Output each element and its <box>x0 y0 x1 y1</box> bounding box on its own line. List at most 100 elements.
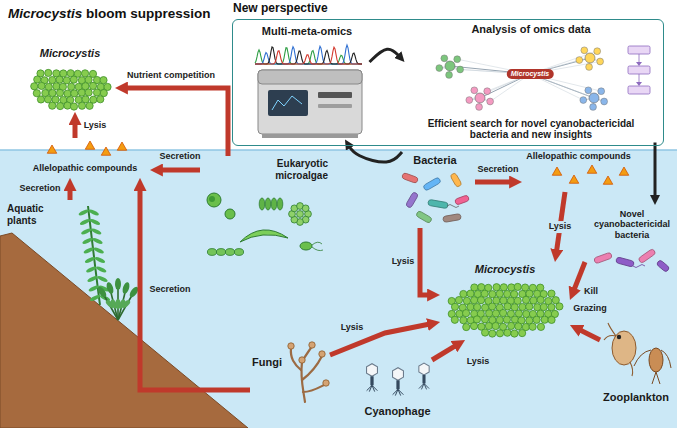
microcystis-cell <box>541 316 548 323</box>
compound-group: Allelopathic compounds <box>20 138 150 178</box>
microcystis-cell <box>82 96 89 103</box>
network-node <box>476 104 483 111</box>
node-label: Aquatic plants <box>7 203 59 226</box>
microcystis-cell <box>33 90 40 97</box>
figure-title: Microcystis bloom suppression <box>8 6 211 22</box>
microcystis-cell <box>78 89 85 96</box>
bacteria-group: Bacteria <box>395 152 475 228</box>
phage-legs <box>393 389 404 395</box>
plant-leaf <box>86 266 97 274</box>
plant-leaf <box>83 247 94 255</box>
node-label: Bacteria <box>413 154 456 167</box>
node-label: Multi-meta-omics <box>262 25 352 38</box>
flagellate-cell <box>300 242 312 250</box>
phage-legs <box>419 383 429 389</box>
arrow-connector <box>370 49 401 62</box>
microcystis-cell <box>500 284 507 291</box>
perspective-panel: New perspectiveMulti-meta-omicsAnalysis … <box>232 19 664 146</box>
microcystis-cell <box>44 96 51 103</box>
microcystis-cluster <box>31 69 111 110</box>
plant-leaf <box>92 237 103 245</box>
microcystis-cell <box>463 323 470 330</box>
node-label: Novel cyanobactericidal bacteria <box>587 209 677 240</box>
pathway-head <box>636 62 642 66</box>
edge-label: Secretion <box>149 285 190 295</box>
network-node <box>589 93 599 103</box>
chain-cell <box>225 249 234 256</box>
fungal-hypha <box>301 362 305 402</box>
compound-triangle <box>85 141 95 149</box>
edge-label: Lysis <box>547 221 574 233</box>
plant-leaf <box>115 278 121 290</box>
zooplankton-figure <box>604 323 671 384</box>
bacterium-cell <box>401 172 418 183</box>
network-node <box>590 104 597 111</box>
microcystis-cell <box>511 304 518 311</box>
chromatogram-trace <box>255 47 362 64</box>
microcystis-cell <box>49 89 56 96</box>
plant-leaf <box>97 275 108 283</box>
microcystis-cell <box>86 102 93 109</box>
bacterium-cell <box>428 199 449 208</box>
microcystis-cell <box>451 303 458 310</box>
microcystis-cell <box>49 102 56 109</box>
microcystis-cell <box>70 103 77 110</box>
microcystis-cell <box>508 322 515 329</box>
cyanophage-group: Cyanophage <box>355 360 440 420</box>
microcystis-cell <box>57 102 64 109</box>
microcystis-cell <box>63 77 70 84</box>
microcystis-cell <box>56 89 63 96</box>
microcystis-cell <box>556 303 563 310</box>
bacterium-cell <box>594 252 613 264</box>
water-body <box>0 150 677 428</box>
fungi-figure <box>288 342 329 402</box>
network-node <box>446 72 453 79</box>
chloroplast <box>209 196 215 202</box>
closterium-cell <box>240 230 288 242</box>
microcystis-cell <box>523 310 530 317</box>
plant-leaf <box>89 294 100 302</box>
plant-leaf <box>105 281 114 294</box>
microcystis-cell <box>71 90 78 97</box>
network-node <box>466 97 473 104</box>
sequencer-lid <box>258 70 362 84</box>
network-node <box>580 97 587 104</box>
arrow-connector <box>73 121 78 138</box>
microcystis-cell <box>496 330 503 337</box>
microcystis-cell <box>504 329 511 336</box>
pathway-box <box>628 46 650 54</box>
microcystis-cell <box>537 323 544 330</box>
chromatogram-trace <box>255 47 362 64</box>
microcystis-cell <box>504 290 511 297</box>
microcystis-cell <box>504 303 511 310</box>
chlorella-cell <box>225 209 235 219</box>
analysis-step: Analysis of omics dataEfficient search f… <box>405 22 658 143</box>
microcystis-cell <box>489 330 496 337</box>
edge-label: Nutrient competition <box>127 71 215 81</box>
microcystis-cell <box>485 322 492 329</box>
fungal-spore <box>319 351 325 357</box>
pathway-box <box>628 86 650 94</box>
microcystis-colony: Microcystis <box>25 46 115 112</box>
microcystis-cell <box>460 317 467 324</box>
microcystis-cell <box>455 296 462 303</box>
compound-triangle <box>47 145 57 153</box>
edge-label: Lysis <box>84 121 107 131</box>
pathway-head <box>636 82 642 86</box>
network-node <box>441 55 448 62</box>
microcystis-cell <box>511 291 518 298</box>
microcystis-cell <box>519 303 526 310</box>
phage-head <box>419 363 429 375</box>
microcystis-cell <box>519 329 526 336</box>
plant-leaf <box>87 275 98 283</box>
plant-leaf <box>82 237 93 245</box>
bacterium-cell <box>656 260 670 273</box>
flagellum <box>312 242 323 250</box>
compound-triangle <box>552 167 562 175</box>
edge-label: Lysis <box>341 323 364 333</box>
node-label: Fungi <box>252 356 282 369</box>
screen-trace <box>272 96 302 110</box>
network-node <box>471 87 478 94</box>
phage-head <box>393 368 404 381</box>
arrow-connector <box>432 345 457 360</box>
